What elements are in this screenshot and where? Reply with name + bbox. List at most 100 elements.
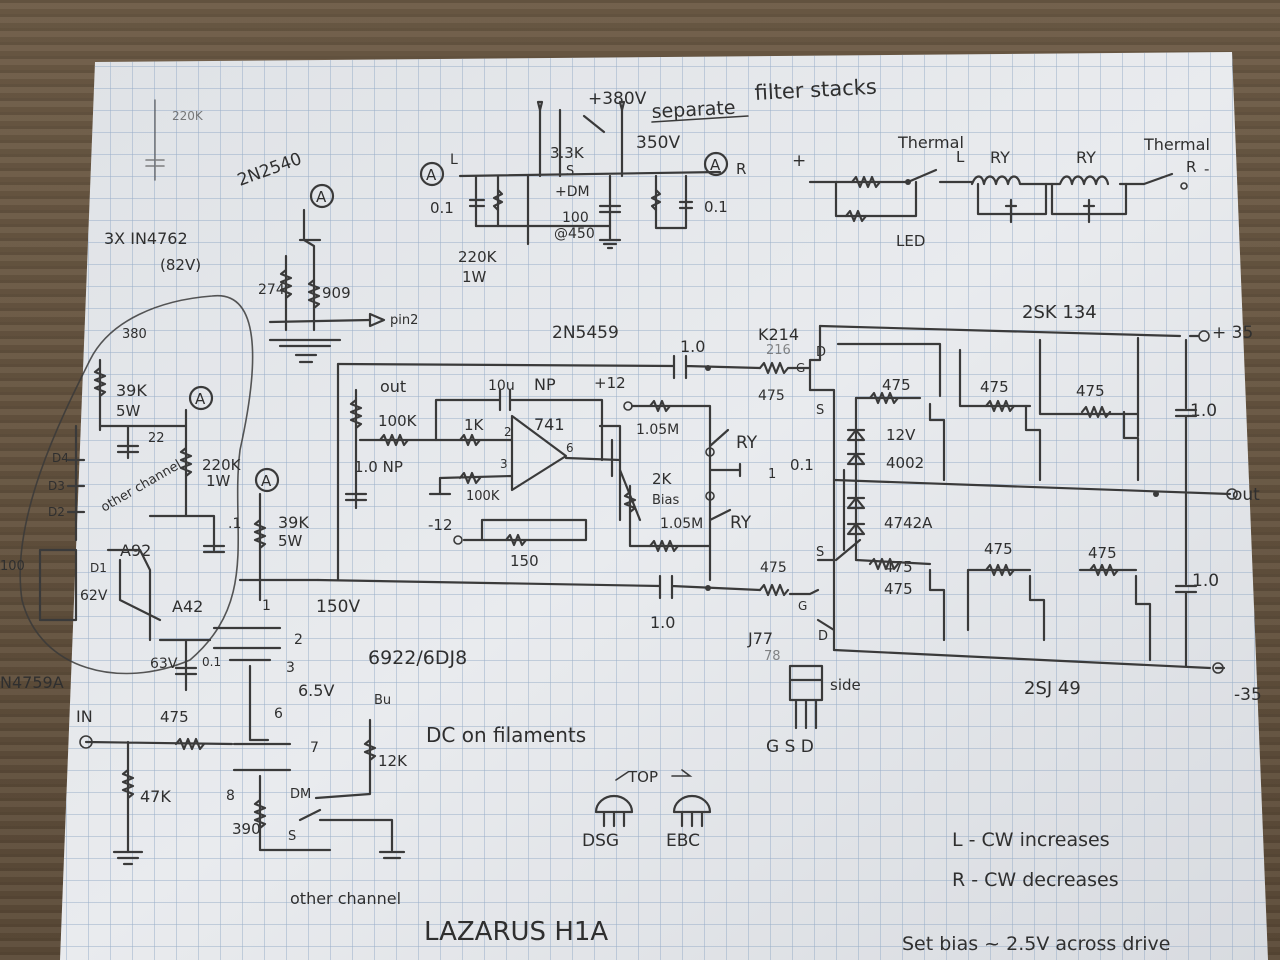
label-plus12: +12 (594, 374, 626, 392)
label-s-top: S (816, 403, 824, 418)
label-pin2: 2 (294, 632, 303, 648)
label-minus: - (1204, 160, 1209, 178)
label-pin7: 7 (310, 740, 319, 756)
label-out: out (380, 377, 406, 396)
node-a-right (703, 151, 729, 177)
label-pin2: 2 (504, 425, 512, 439)
label-475-a: 475 (882, 376, 911, 394)
label-2sj49: 2SJ 49 (1024, 678, 1081, 699)
label-1w-2: 1W (206, 472, 231, 490)
label-thermal-r: Thermal (1143, 135, 1210, 154)
label-bu: Bu (374, 693, 391, 708)
device-pinouts: TOP DSG EBC (582, 768, 712, 851)
label-475-gate-top: 475 (758, 388, 785, 404)
label-j77: J77 (747, 629, 773, 648)
label-g-bot: G (798, 599, 807, 613)
label-6-5v: 6.5V (298, 681, 334, 700)
label-39k: 39K (116, 381, 147, 400)
label-side: side (830, 676, 861, 694)
label-4742a: 4742A (884, 514, 933, 532)
label-62v: 62V (80, 588, 108, 604)
label-pin6: 6 (274, 706, 283, 722)
label-1-0-bot: 1.0 (1192, 571, 1219, 591)
label-pin6: 6 (566, 441, 574, 455)
label-dc-on-filaments: DC on filaments (426, 723, 586, 747)
note-r-cw: R - CW decreases (952, 869, 1119, 891)
label-pin3: 3 (286, 660, 295, 676)
label-other-channel-tube: other channel (290, 889, 401, 908)
label-plus380v: +380V (588, 89, 647, 109)
label-pin8: 8 (226, 788, 235, 804)
label-2n5459: 2N5459 (552, 323, 619, 343)
label-22: 22 (148, 431, 165, 446)
label-475-e: 475 (884, 580, 913, 598)
node-a-top (309, 183, 335, 209)
label-a-tube: A (261, 472, 272, 490)
label-47k: 47K (140, 787, 171, 806)
label-k214: K214 (758, 325, 799, 344)
label-out: out (1232, 485, 1260, 505)
node-a-mid (188, 385, 214, 411)
label-ry2: RY (1076, 148, 1096, 167)
label-6922-6dj8: 6922/6DJ8 (368, 647, 467, 669)
label-220k-2: 220K (202, 456, 242, 474)
label-0-1: 0.1 (790, 456, 814, 474)
label-0-1-right: 0.1 (704, 198, 728, 216)
label-741: 741 (534, 415, 565, 434)
label-3x-in4762: 3X IN4762 (104, 229, 188, 248)
label-1w: 1W (462, 268, 487, 286)
label-216: 216 (766, 343, 791, 358)
label-150v: 150V (316, 597, 360, 617)
label-274: 274 (258, 282, 285, 298)
label-ry: RY (736, 433, 758, 453)
label-100k: 100K (378, 412, 418, 430)
header-separate: separate (651, 97, 736, 123)
tube-input-stage: A 39K 5W 150V 1 2 3 6.5V 6 7 8 6922/6DJ8… (76, 467, 586, 908)
power-supply-filter: +380V 350V 3.3K S +DM 100 @450 A L A R 0… (419, 89, 746, 286)
label-c1: 1 (768, 467, 776, 482)
label-390: 390 (232, 820, 261, 838)
label-dm: +DM (555, 184, 590, 200)
label-12v: 12V (886, 426, 916, 444)
label-475-gate-bot: 475 (760, 560, 787, 576)
label-5w: 5W (116, 402, 141, 420)
label-gsd: G S D (766, 737, 814, 757)
label-ebc: EBC (666, 831, 700, 851)
label-a-top: A (316, 188, 327, 206)
label-2sk134: 2SK 134 (1022, 302, 1097, 323)
label-minus12: -12 (428, 516, 453, 534)
label-ry-2: RY (730, 513, 752, 533)
label-d4: D4 (52, 451, 69, 465)
label-dsg: DSG (582, 831, 619, 851)
label-led: LED (896, 232, 925, 250)
label-350v: 350V (636, 133, 680, 153)
label-39k-tube: 39K (278, 513, 309, 532)
label-380: 380 (122, 327, 147, 342)
label-475-b: 475 (980, 378, 1009, 396)
label-plus35: + 35 (1212, 323, 1253, 343)
label-1-0-b: 1.0 (650, 613, 675, 632)
label-c-01: .1 (228, 516, 241, 532)
label-450: @450 (554, 226, 595, 242)
label-top: TOP (627, 768, 658, 786)
label-2k: 2K (652, 470, 673, 488)
label-a42: A42 (172, 597, 203, 616)
label-minus35: -35 (1234, 685, 1262, 705)
label-1-0np: 1.0 NP (354, 458, 403, 476)
label-475-in: 475 (160, 708, 189, 726)
label-n4759a: N4759A (0, 673, 64, 692)
label-thermal-l: Thermal (897, 133, 964, 152)
label-78: 78 (764, 649, 781, 664)
label-d-bot: D (818, 629, 828, 644)
dc-servo-opamp: out 10u NP +12 2N5459 100K 1K 741 2 3 6 … (316, 323, 776, 632)
label-63v: 63V (150, 656, 178, 672)
label-ry1: RY (990, 148, 1010, 167)
label-475-g: 475 (1088, 544, 1117, 562)
label-pin3: 3 (500, 457, 508, 471)
label-5w-tube: 5W (278, 532, 303, 550)
label-in: IN (76, 707, 93, 726)
label-0-1-left: 0.1 (430, 199, 454, 217)
label-a-mid: A (195, 390, 206, 408)
label-s: S (566, 164, 574, 179)
